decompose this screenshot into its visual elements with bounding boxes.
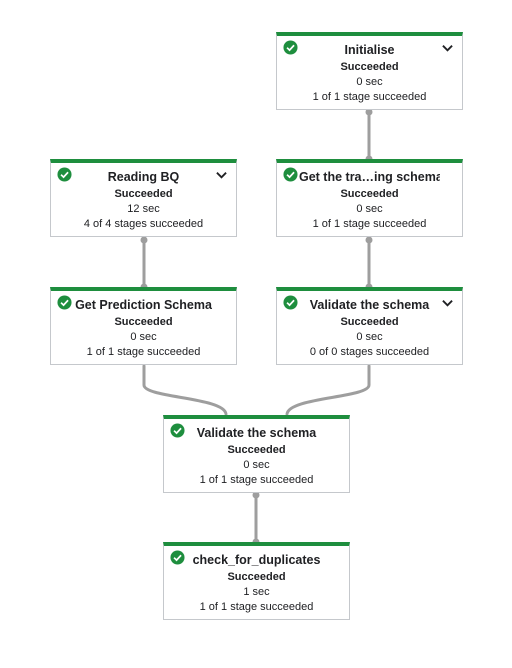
port-dot [140,236,148,244]
node-title: Validate the schema [196,426,317,440]
chevron-down-icon[interactable] [216,171,227,179]
edge-prediction-schema-to-validate [142,364,228,416]
node-title: Get the tra…ing schema [299,170,440,184]
port-dot [365,236,373,244]
node-stages: 4 of 4 stages succeeded [83,218,204,230]
node-duration: 0 sec [356,76,383,88]
node-stages: 1 of 1 stage succeeded [312,91,427,103]
port-dot [252,491,260,499]
node-stages: 1 of 1 stage succeeded [86,346,201,358]
node-status: Succeeded [114,316,173,328]
node-title: Reading BQ [107,170,180,184]
node-status: Succeeded [114,188,173,200]
node-title: check_for_duplicates [192,553,321,567]
check-circle-icon [170,423,185,438]
chevron-down-icon[interactable] [442,299,453,307]
chevron-down-icon[interactable] [442,44,453,52]
node-status: Succeeded [227,571,286,583]
node-validate-schema-1[interactable]: Validate the schema Succeeded 0 sec 0 of… [276,287,463,365]
node-get-prediction-schema[interactable]: Get Prediction Schema Succeeded 0 sec 1 … [50,287,237,365]
node-title: Validate the schema [309,298,430,312]
check-circle-icon [170,550,185,565]
node-initialise[interactable]: Initialise Succeeded 0 sec 1 of 1 stage … [276,32,463,110]
node-title: Get Prediction Schema [75,298,212,312]
node-duration: 0 sec [356,203,383,215]
node-status: Succeeded [340,188,399,200]
node-stages: 1 of 1 stage succeeded [199,474,314,486]
node-duration: 12 sec [127,203,160,215]
node-get-training-schema[interactable]: Get the tra…ing schema Succeeded 0 sec 1… [276,159,463,237]
node-status: Succeeded [340,316,399,328]
check-circle-icon [57,295,72,310]
check-circle-icon [57,167,72,182]
node-reading-bq[interactable]: Reading BQ Succeeded 12 sec 4 of 4 stage… [50,159,237,237]
edge-validate-to-validate [285,364,371,416]
node-status: Succeeded [227,444,286,456]
node-duration: 0 sec [356,331,383,343]
port-dot [365,108,373,116]
node-duration: 0 sec [130,331,157,343]
node-title: Initialise [344,43,395,57]
node-stages: 1 of 1 stage succeeded [312,218,427,230]
check-circle-icon [283,40,298,55]
node-duration: 0 sec [243,459,270,471]
node-stages: 1 of 1 stage succeeded [199,601,314,613]
node-validate-schema-2[interactable]: Validate the schema Succeeded 0 sec 1 of… [163,415,350,493]
check-circle-icon [283,295,298,310]
node-duration: 1 sec [243,586,270,598]
node-check-for-duplicates[interactable]: check_for_duplicates Succeeded 1 sec 1 o… [163,542,350,620]
node-stages: 0 of 0 stages succeeded [309,346,430,358]
node-status: Succeeded [340,61,399,73]
check-circle-icon [283,167,298,182]
